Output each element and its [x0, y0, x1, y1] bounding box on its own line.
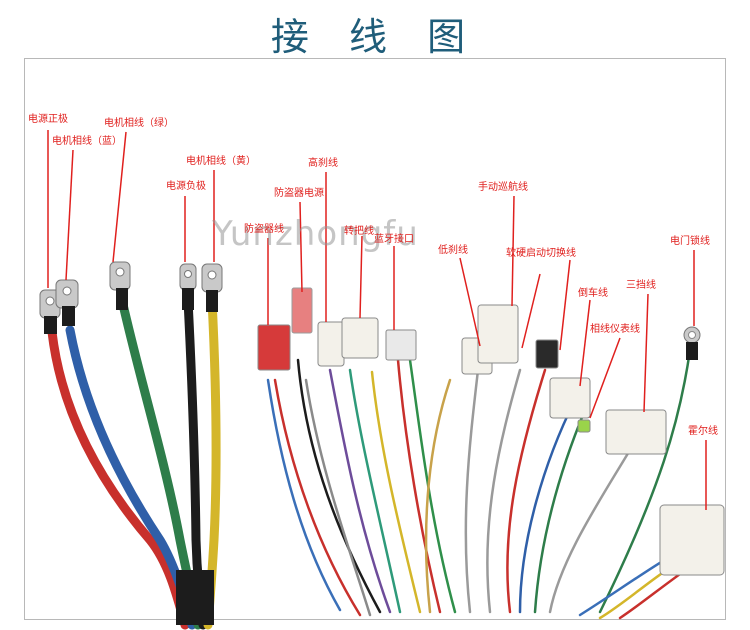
- terminal-phase-green: [109, 261, 131, 310]
- label-power-positive: 电源正极: [28, 114, 68, 125]
- terminal-power-negative: [179, 263, 197, 310]
- label-reverse: 倒车线: [578, 288, 608, 299]
- label-phase-meter: 相线仪表线: [590, 324, 640, 335]
- cruise-connector: [477, 304, 519, 364]
- label-bluetooth-port: 蓝牙接口: [374, 234, 414, 245]
- label-anti-theft-power: 防盗器电源: [274, 188, 324, 199]
- leader-lines: [47, 130, 707, 510]
- wire-red-power-positive: [47, 327, 190, 630]
- label-turn-handle: 转把线: [344, 226, 374, 237]
- label-anti-theft: 防盗器线: [244, 224, 284, 235]
- label-low-brake: 低刹线: [438, 245, 468, 256]
- terminal-phase-blue: [55, 279, 79, 326]
- page-title: 接 线 图: [270, 15, 480, 59]
- signal-wires: [266, 348, 702, 620]
- label-three-speed: 三挡线: [626, 280, 656, 291]
- label-motor-phase-blue: 电机相线（蓝）: [52, 136, 122, 147]
- terminal-phase-yellow: [201, 263, 223, 312]
- anti-theft-connector: [257, 324, 291, 371]
- ring-terminals: [39, 261, 223, 334]
- main-power-cables: [47, 295, 221, 630]
- connectors: [257, 287, 725, 576]
- bluetooth-port-connector: [385, 329, 417, 361]
- phase-meter-light: [577, 419, 591, 433]
- label-cruise: 手动巡航线: [478, 182, 528, 193]
- hall-connector: [659, 504, 725, 576]
- label-power-negative: 电源负极: [166, 181, 206, 192]
- label-e-lock: 电门锁线: [670, 236, 710, 247]
- reverse-connector: [549, 377, 591, 419]
- label-motor-phase-yellow: 电机相线（黄）: [186, 156, 256, 167]
- turn-handle-connector: [341, 317, 379, 359]
- wire-blue-phase: [65, 325, 197, 630]
- terminal-power-positive: [39, 289, 61, 334]
- e-lock-ring-terminal: [683, 326, 701, 360]
- label-hall: 霍尔线: [688, 426, 718, 437]
- high-brake-connector: [317, 321, 345, 367]
- soft-hard-start-connector: [535, 339, 559, 369]
- three-speed-connector: [605, 409, 667, 455]
- label-soft-hard-start: 软硬启动切换线: [506, 248, 576, 259]
- label-motor-phase-green: 电机相线（绿）: [104, 118, 174, 129]
- diagram-frame: [24, 58, 726, 620]
- label-high-brake: 高刹线: [308, 158, 338, 169]
- cable-sleeve: [176, 570, 214, 625]
- watermark-text: Yunzhongfu: [212, 214, 419, 254]
- anti-theft-power-connector: [291, 287, 313, 334]
